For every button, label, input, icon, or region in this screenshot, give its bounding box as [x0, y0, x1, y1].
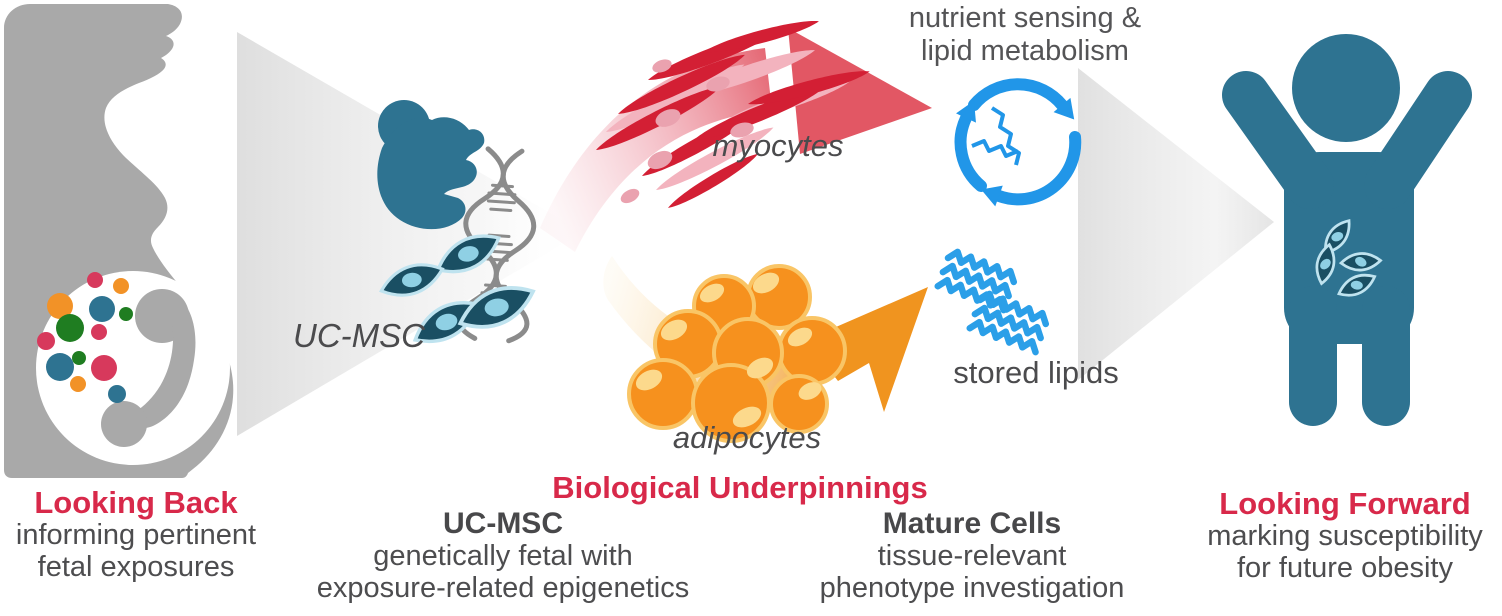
myocytes-label: myocytes [712, 128, 844, 163]
child-icon [1222, 34, 1472, 426]
looking-forward-line1: marking susceptibility [1207, 520, 1483, 552]
adipocytes-label: adipocytes [672, 420, 822, 455]
looking-forward-title: Looking Forward [1219, 486, 1471, 521]
biological-underpinnings-title: Biological Underpinnings [552, 470, 928, 505]
fetus-icon [377, 100, 485, 230]
nutrient-sensing-label: nutrient sensing & lipid metabolism [909, 2, 1141, 68]
looking-back-line2: fetal exposures [37, 551, 235, 583]
mature-cells-line1: tissue-relevant [877, 540, 1067, 572]
stored-lipids-icon [938, 250, 1049, 353]
adipocyte-cells-icon [627, 264, 847, 443]
uc-msc-label: UC-MSC [293, 317, 425, 354]
looking-forward-caption: Looking Forward marking susceptibility f… [1207, 487, 1483, 584]
looking-forward-line2: for future obesity [1236, 552, 1453, 584]
looking-back-caption: Looking Back informing pertinent fetal e… [16, 486, 256, 583]
flow-chevron-left [237, 32, 583, 436]
flow-chevron-right [1078, 68, 1274, 380]
nutrient-line1: nutrient sensing & [908, 2, 1142, 34]
looking-back-title: Looking Back [34, 485, 238, 520]
pregnant-woman-silhouette [4, 4, 234, 478]
mature-cells-line2: phenotype investigation [819, 572, 1125, 604]
uc-msc-column-line2: exposure-related epigenetics [316, 572, 690, 604]
stored-lipids-label: stored lipids [953, 355, 1119, 390]
belly-cells-icon [1304, 219, 1383, 301]
metabolism-cycle-icon [954, 78, 1082, 207]
nutrient-line2: lipid metabolism [921, 35, 1129, 67]
myocyte-cells-icon [592, 15, 872, 213]
looking-back-line1: informing pertinent [15, 519, 257, 551]
mature-cells-caption: Mature Cells tissue-relevant phenotype i… [820, 507, 1125, 604]
msc-cells-icon [379, 229, 536, 347]
myocytes-arrow [540, 28, 932, 252]
exposure-dots [37, 272, 133, 403]
mature-cells-title: Mature Cells [882, 507, 1062, 540]
uc-msc-caption: UC-MSC genetically fetal with exposure-r… [317, 507, 689, 604]
uc-msc-column-line1: genetically fetal with [373, 540, 633, 572]
womb-fetus-icon [101, 289, 196, 447]
uc-msc-column-title: UC-MSC [443, 507, 563, 540]
